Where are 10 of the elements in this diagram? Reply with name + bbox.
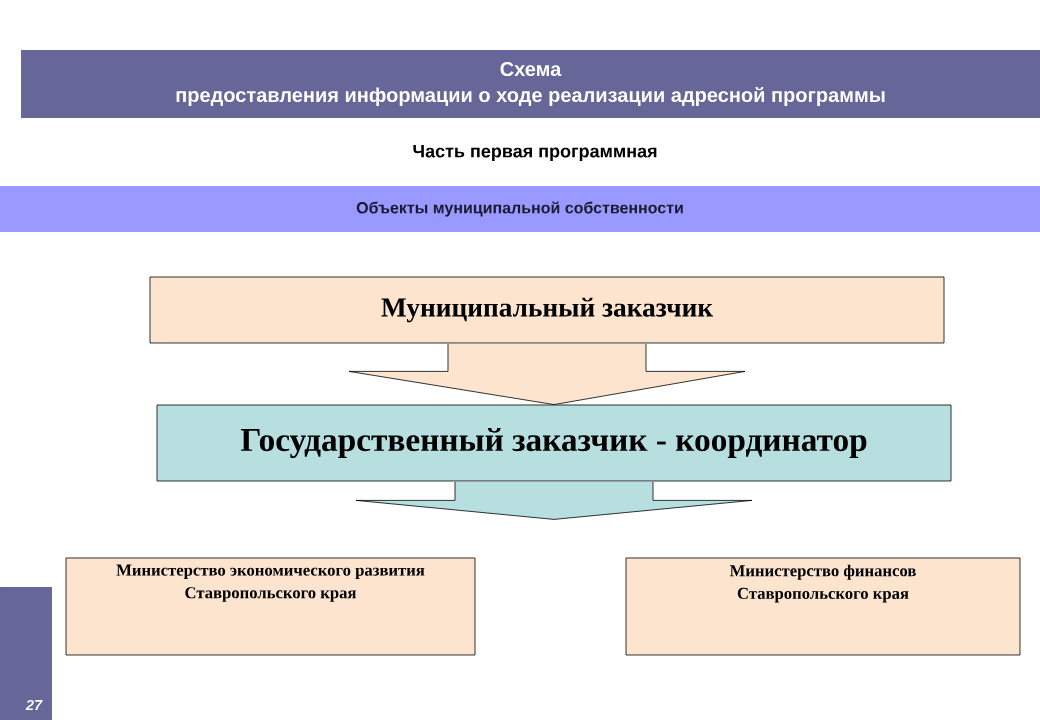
block-arrow <box>348 343 746 405</box>
process-box: Государственный заказчик - координатор <box>156 404 952 482</box>
process-box: Министерство финансов Ставропольского края <box>625 557 1021 656</box>
process-box: Муниципальный заказчик <box>149 276 945 344</box>
block-arrow <box>355 481 753 520</box>
process-box: Министерство экономического развития Ставропольского края <box>65 557 476 656</box>
section-band: Объекты муниципальной собственности <box>0 186 1040 232</box>
subtitle-text: Часть первая программная <box>413 144 657 162</box>
page-number: 27 <box>25 699 43 711</box>
title-band: Схема предоставления информации о ходе реализации адресной программы <box>21 50 1040 118</box>
